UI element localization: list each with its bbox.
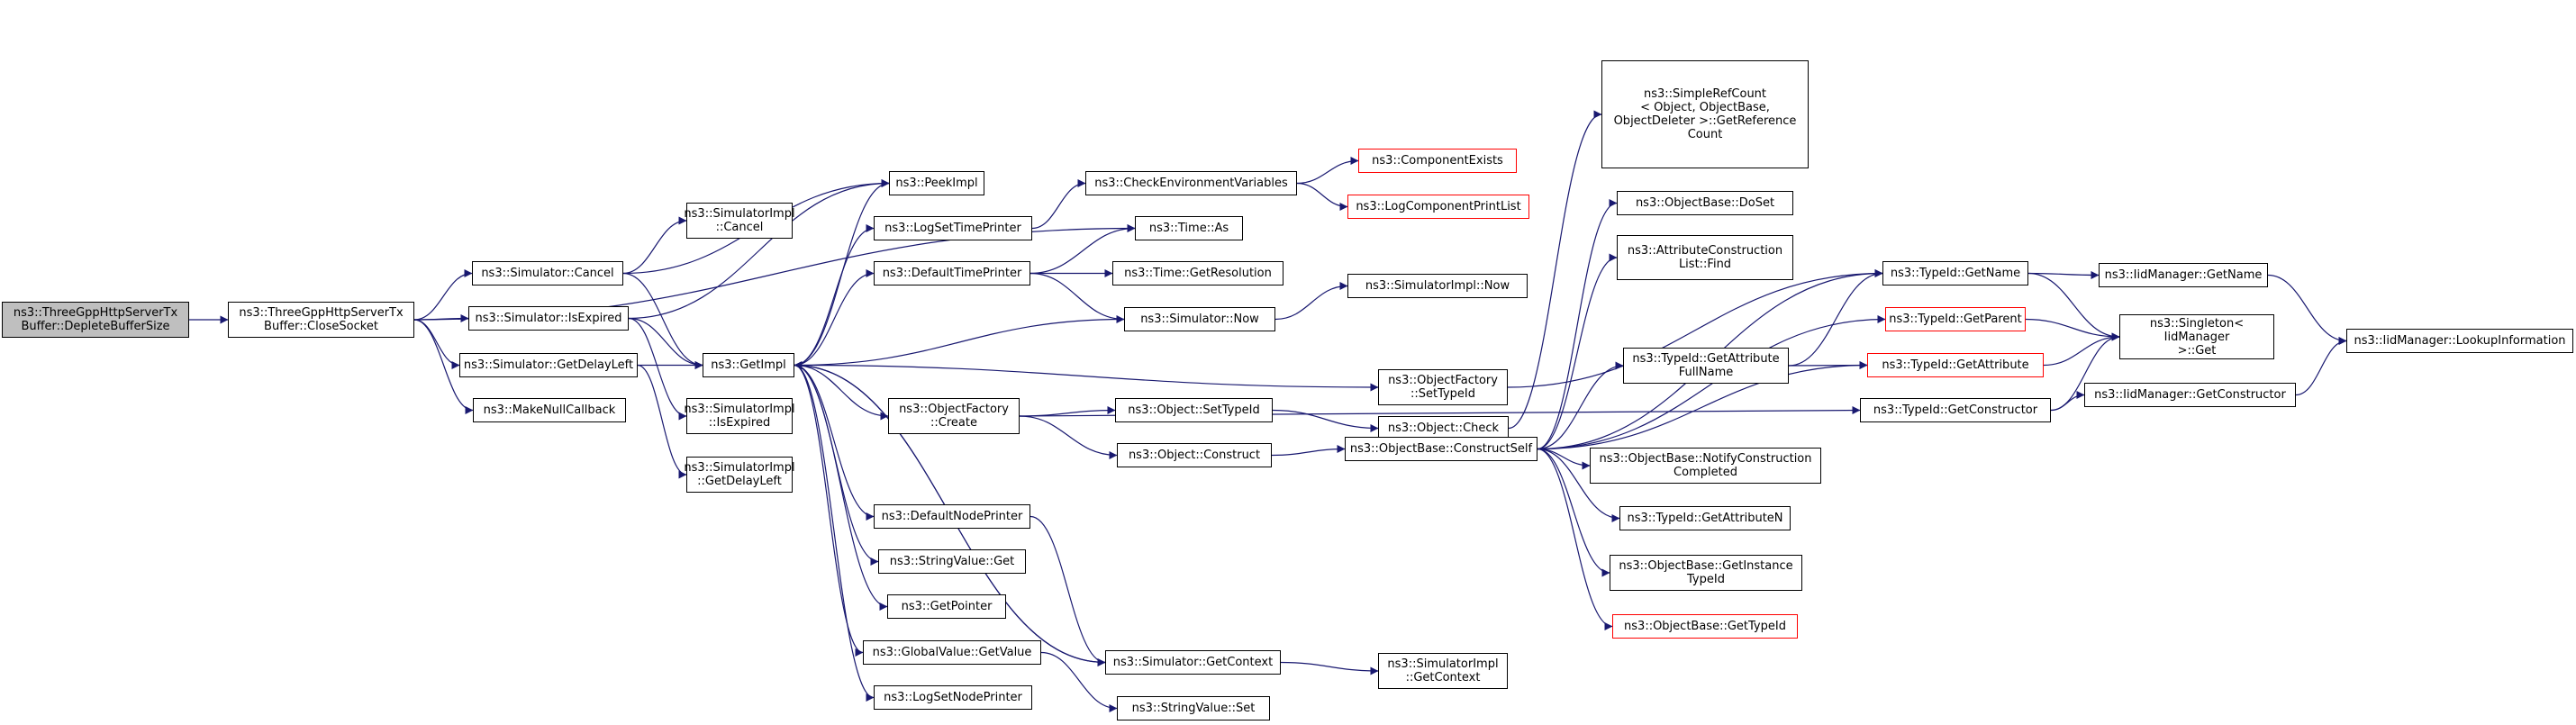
edge-n1-to-n5 — [413, 319, 474, 414]
graph-node-ns3-typeid-getattributen[interactable]: ns3::TypeId::GetAttributeN — [1619, 506, 1791, 530]
edge-n14-to-n25 — [1029, 515, 1106, 666]
graph-node-ns3-simulator-isexpired[interactable]: ns3::Simulator::IsExpired — [468, 306, 629, 331]
edge-n12-to-n20 — [1029, 224, 1136, 275]
edge-n32-to-n41 — [1537, 448, 1613, 630]
graph-node-ns3-objectbase-notifyconstruction-completed[interactable]: ns3::ObjectBase::NotifyConstruction Comp… — [1590, 448, 1821, 484]
graph-node-ns3-logcomponentprintlist[interactable]: ns3::LogComponentPrintList — [1347, 195, 1529, 219]
edge-n43-to-n47 — [2025, 318, 2120, 341]
edge-n32-to-n39 — [1537, 448, 1620, 522]
graph-node-ns3-time-getresolution[interactable]: ns3::Time::GetResolution — [1112, 261, 1283, 285]
graph-node-ns3-typeid-getconstructor[interactable]: ns3::TypeId::GetConstructor — [1860, 398, 2051, 422]
graph-node-ns3-objectbase-gettypeid[interactable]: ns3::ObjectBase::GetTypeId — [1612, 614, 1798, 639]
edge-n32-to-n36 — [1537, 253, 1618, 450]
graph-node-ns3-threegpphttpservertx-buffer-depletebuffersize[interactable]: ns3::ThreeGppHttpServerTx Buffer::Deplet… — [2, 302, 189, 338]
graph-node-ns3-getimpl[interactable]: ns3::GetImpl — [703, 353, 794, 377]
edge-n25-to-n33 — [1280, 661, 1379, 675]
edge-n2-to-n7 — [622, 272, 703, 369]
graph-node-ns3-defaulttimeprinter[interactable]: ns3::DefaultTimePrinter — [874, 261, 1030, 285]
graph-node-ns3-simulatorimpl-now[interactable]: ns3::SimulatorImpl::Now — [1347, 274, 1528, 298]
graph-node-ns3-makenullcallback[interactable]: ns3::MakeNullCallback — [473, 398, 626, 422]
edge-n7-to-n12 — [794, 269, 875, 367]
graph-node-ns3-simulator-now[interactable]: ns3::Simulator::Now — [1124, 307, 1275, 331]
edge-n37-to-n42 — [1788, 269, 1883, 367]
graph-node-ns3-objectfactory-create[interactable]: ns3::ObjectFactory ::Create — [888, 398, 1020, 434]
edge-n3-to-n7 — [628, 317, 703, 369]
edge-n17-to-n26 — [1040, 651, 1118, 712]
edge-n7-to-n18 — [794, 364, 875, 702]
edge-n7-to-n13 — [794, 364, 889, 421]
graph-node-ns3-attributeconstruction-list-find[interactable]: ns3::AttributeConstruction List::Find — [1617, 235, 1793, 280]
edge-n42-to-n46 — [2027, 270, 2100, 279]
edge-n45-to-n48 — [2050, 391, 2085, 412]
edge-n37-to-n44 — [1788, 361, 1868, 370]
graph-node-ns3-objectbase-constructself[interactable]: ns3::ObjectBase::ConstructSelf — [1345, 437, 1537, 461]
graph-node-ns3-iidmanager-lookupinformation[interactable]: ns3::IidManager::LookupInformation — [2346, 329, 2573, 353]
edge-n1-to-n2 — [413, 269, 473, 321]
graph-node-ns3-simulatorimpl-isexpired[interactable]: ns3::SimulatorImpl ::IsExpired — [684, 398, 795, 434]
graph-node-ns3-globalvalue-getvalue[interactable]: ns3::GlobalValue::GetValue — [863, 640, 1041, 665]
graph-node-ns3-getpointer[interactable]: ns3::GetPointer — [887, 594, 1006, 619]
edge-n22-to-n7 — [794, 318, 1125, 369]
graph-node-ns3-iidmanager-getconstructor[interactable]: ns3::IidManager::GetConstructor — [2084, 383, 2296, 407]
graph-node-ns3-simulatorimpl-getdelayleft[interactable]: ns3::SimulatorImpl ::GetDelayLeft — [684, 457, 795, 493]
graph-node-ns3-simplerefcount-object-objectbase-objectdeleter-getreference-count[interactable]: ns3::SimpleRefCount < Object, ObjectBase… — [1601, 60, 1809, 168]
graph-node-ns3-logsetnodeprinter[interactable]: ns3::LogSetNodePrinter — [874, 685, 1032, 710]
graph-node-ns3-logsettimeprinter[interactable]: ns3::LogSetTimePrinter — [874, 216, 1032, 240]
edge-n32-to-n35 — [1537, 199, 1618, 450]
edge-n11-to-n19 — [1031, 179, 1086, 230]
edge-n7-to-n17 — [794, 364, 864, 657]
edge-n19-to-n27 — [1296, 157, 1359, 185]
graph-node-ns3-stringvalue-set[interactable]: ns3::StringValue::Set — [1117, 696, 1270, 720]
graph-node-ns3-simulatorimpl-cancel[interactable]: ns3::SimulatorImpl ::Cancel — [684, 203, 795, 239]
graph-node-ns3-singleton-iidmanager-get[interactable]: ns3::Singleton< IidManager >::Get — [2119, 314, 2274, 359]
edge-n1-to-n4 — [413, 319, 460, 369]
edge-n32-to-n37 — [1537, 361, 1624, 450]
graph-node-ns3-typeid-getparent[interactable]: ns3::TypeId::GetParent — [1885, 307, 2026, 331]
edge-n32-to-n44 — [1537, 361, 1868, 450]
edge-n44-to-n47 — [2043, 332, 2120, 367]
graph-node-ns3-componentexists[interactable]: ns3::ComponentExists — [1358, 149, 1517, 173]
graph-node-ns3-checkenvironmentvariables[interactable]: ns3::CheckEnvironmentVariables — [1085, 171, 1297, 195]
graph-node-ns3-objectfactory-settypeid[interactable]: ns3::ObjectFactory ::SetTypeId — [1378, 369, 1508, 405]
graph-node-ns3-defaultnodeprinter[interactable]: ns3::DefaultNodePrinter — [874, 504, 1030, 529]
edge-n32-to-n43 — [1537, 315, 1886, 450]
edge-n12-to-n22 — [1029, 272, 1125, 323]
graph-node-ns3-typeid-getname[interactable]: ns3::TypeId::GetName — [1882, 261, 2028, 285]
edge-n13-to-n24 — [1019, 415, 1118, 459]
graph-node-ns3-objectbase-doset[interactable]: ns3::ObjectBase::DoSet — [1617, 191, 1793, 215]
edge-n2-to-n6 — [622, 216, 687, 275]
graph-node-ns3-stringvalue-get[interactable]: ns3::StringValue::Get — [878, 549, 1026, 574]
edge-n3-to-n10 — [628, 179, 890, 320]
graph-node-ns3-typeid-getattribute-fullname[interactable]: ns3::TypeId::GetAttribute FullName — [1623, 348, 1789, 384]
edge-n19-to-n28 — [1296, 182, 1348, 211]
edge-n4-to-n9 — [637, 364, 687, 479]
edge-n42-to-n47 — [2027, 272, 2120, 341]
edge-n46-to-n49 — [2267, 274, 2347, 345]
graph-node-ns3-object-construct[interactable]: ns3::Object::Construct — [1117, 443, 1272, 467]
graph-node-ns3-typeid-getattribute[interactable]: ns3::TypeId::GetAttribute — [1867, 353, 2044, 377]
edge-n22-to-n29 — [1274, 282, 1348, 321]
edge-n7-to-n11 — [794, 224, 875, 367]
graph-node-ns3-objectbase-getinstance-typeid[interactable]: ns3::ObjectBase::GetInstance TypeId — [1610, 555, 1802, 591]
edge-n7-to-n14 — [794, 364, 875, 521]
edge-n7-to-n16 — [794, 364, 888, 611]
edge-n31-to-n34 — [1508, 110, 1602, 430]
graph-node-ns3-time-as[interactable]: ns3::Time::As — [1135, 216, 1243, 240]
edge-n48-to-n49 — [2295, 337, 2347, 396]
graph-node-ns3-simulator-getcontext[interactable]: ns3::Simulator::GetContext — [1105, 650, 1281, 675]
graph-node-ns3-simulator-cancel[interactable]: ns3::Simulator::Cancel — [472, 261, 623, 285]
edge-n24-to-n32 — [1271, 445, 1346, 457]
graph-node-ns3-simulator-getdelayleft[interactable]: ns3::Simulator::GetDelayLeft — [459, 353, 638, 377]
graph-node-ns3-threegpphttpservertx-buffer-closesocket[interactable]: ns3::ThreeGppHttpServerTx Buffer::CloseS… — [228, 302, 414, 338]
graph-node-ns3-object-settypeid[interactable]: ns3::Object::SetTypeId — [1115, 398, 1273, 422]
graph-node-ns3-iidmanager-getname[interactable]: ns3::IidManager::GetName — [2099, 263, 2268, 287]
edge-n7-to-n30 — [794, 364, 1379, 392]
edge-n23-to-n31 — [1272, 409, 1379, 432]
graph-node-ns3-peekimpl[interactable]: ns3::PeekImpl — [889, 171, 984, 195]
edge-n3-to-n8 — [628, 317, 687, 421]
edge-n32-to-n40 — [1537, 448, 1610, 577]
graph-node-ns3-simulatorimpl-getcontext[interactable]: ns3::SimulatorImpl ::GetContext — [1378, 653, 1508, 689]
